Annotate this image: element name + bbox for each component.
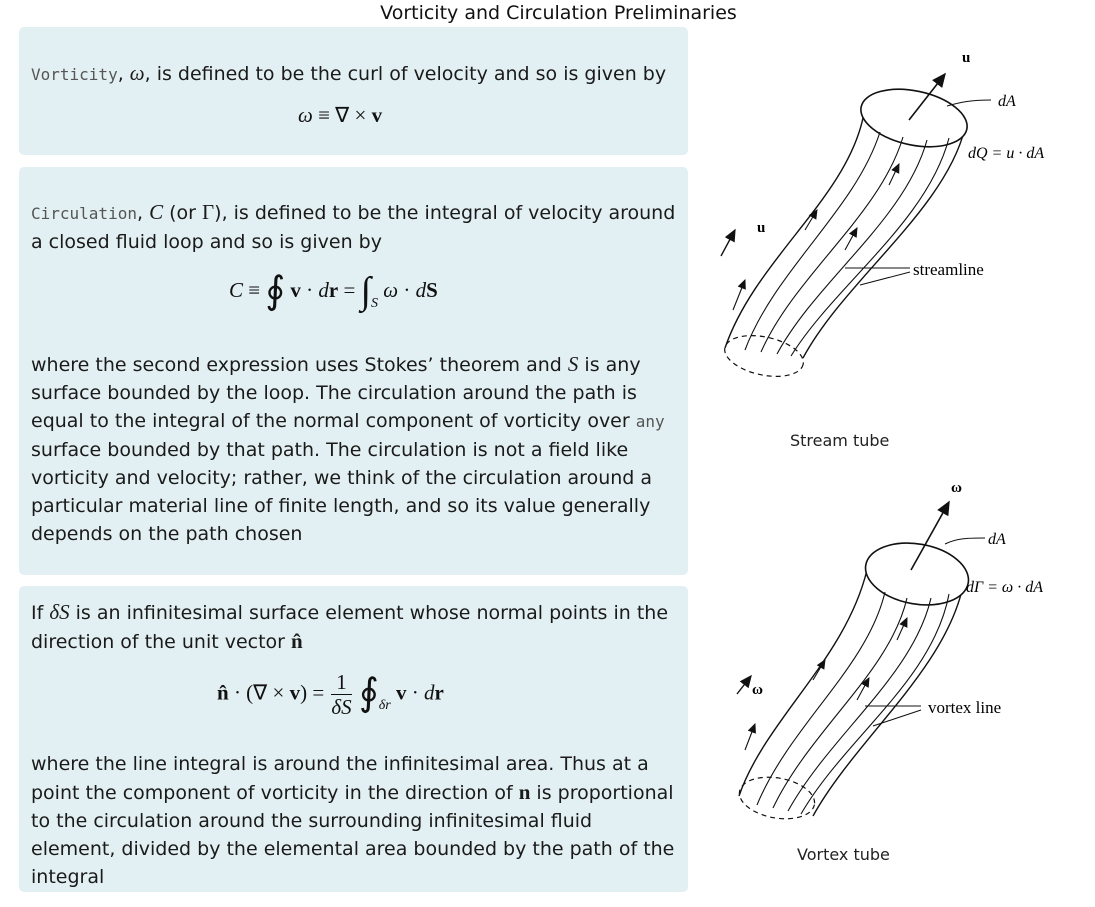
infinitesimal-definition: If δS is an infinitesimal surface elemen… (31, 600, 669, 653)
infinitesimal-explanation: where the line integral is around the in… (31, 753, 675, 888)
vortex-tube-caption: Vortex tube (797, 845, 890, 864)
vortex-tube-da-label: dA (988, 531, 1006, 548)
stream-tube-da-label: dA (998, 93, 1016, 110)
vortex-tube-omega-label: ω (951, 480, 962, 496)
circulation-definition: Circulation, C (or Γ), is defined to be … (31, 200, 676, 253)
infinitesimal-box: If δS is an infinitesimal surface elemen… (19, 586, 688, 892)
vortex-tube-side-omega-label: ω (752, 682, 763, 698)
any-keyword: any (635, 412, 665, 431)
vortex-tube-dgamma-label: dΓ = ω · dA (966, 579, 1043, 596)
vorticity-definition: Vorticity, ω, is defined to be the curl … (31, 61, 667, 85)
vortex-line-label: vortex line (928, 698, 1001, 717)
vortex-tube-figure: ω ω dA dΓ = ω · dA vortex line (736, 480, 1043, 820)
circulation-box: Circulation, C (or Γ), is defined to be … (19, 167, 688, 575)
stream-tube-dq-label: dQ = u · dA (968, 145, 1044, 162)
vorticity-keyword: Vorticity (31, 65, 118, 84)
streamline-label: streamline (913, 260, 984, 279)
stream-tube-u-label: u (962, 50, 970, 66)
vorticity-box: Vorticity, ω, is defined to be the curl … (19, 27, 688, 155)
vorticity-equation: ω ≡ ∇ × v (298, 103, 383, 127)
circulation-equation: C ≡ ∮ v · dr = ∫S ω · dS (229, 270, 438, 312)
page-title: Vorticity and Circulation Preliminaries (380, 2, 737, 24)
stream-tube-figure: u u dA dQ = u · dA streamline (720, 50, 1044, 377)
circulation-explanation: where the second expression uses Stokes’… (31, 352, 665, 545)
stream-tube-caption: Stream tube (790, 431, 890, 450)
stream-tube-side-u-label: u (757, 220, 765, 236)
circulation-keyword: Circulation (31, 204, 137, 223)
